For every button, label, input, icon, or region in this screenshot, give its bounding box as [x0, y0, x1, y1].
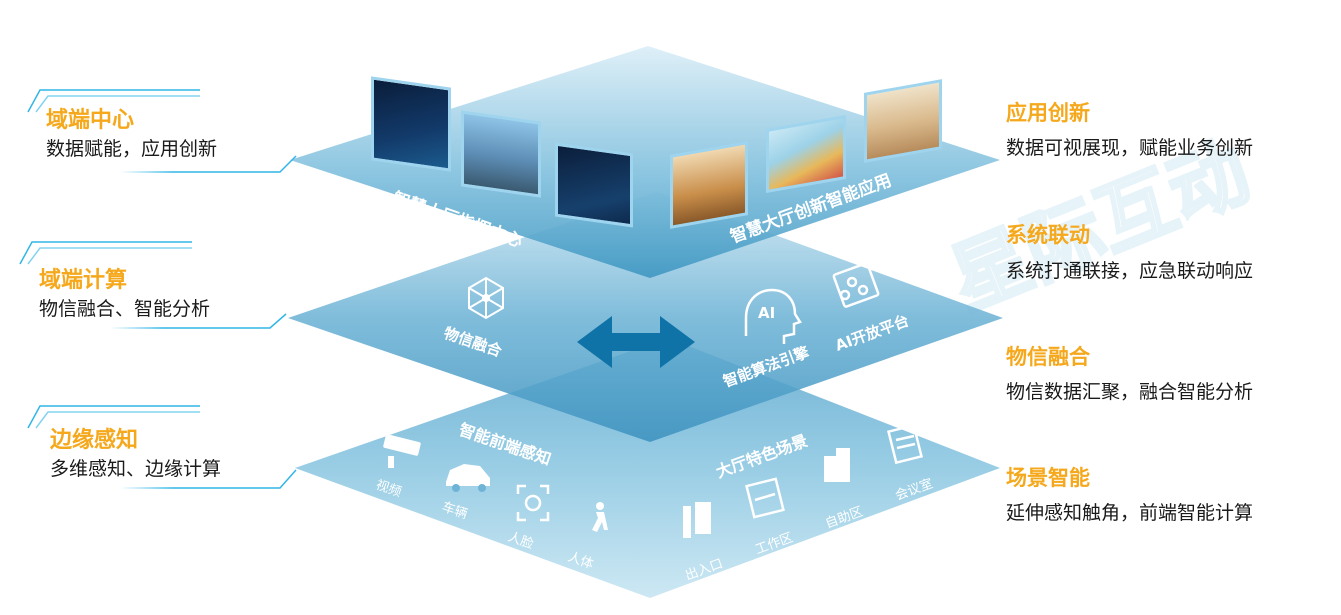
app-screen-1	[670, 141, 748, 229]
right-subtitle-iot-fusion: 物信数据汇聚，融合智能分析	[1006, 381, 1254, 403]
right-title-system-linkage: 系统联动	[1006, 223, 1090, 247]
meeting-room-icon	[887, 423, 923, 465]
left-title-domain-center: 域端中心	[46, 108, 135, 133]
left-decor-lines	[19, 89, 297, 489]
left-title-edge-sensing: 边缘感知	[50, 428, 139, 453]
workspace-icon	[745, 477, 785, 519]
face-icon	[516, 484, 550, 522]
ai-badge-text: AI	[758, 304, 776, 322]
camera-icon	[383, 434, 421, 468]
right-subtitle-system-linkage: 系统打通联接，应急联动响应	[1006, 260, 1254, 282]
building-icon	[824, 448, 850, 482]
app-screen-3	[864, 79, 942, 163]
left-subtitle-edge-sensing: 多维感知、边缘计算	[50, 458, 222, 480]
right-title-iot-fusion: 物信融合	[1006, 345, 1090, 369]
right-title-app-innovation: 应用创新	[1006, 101, 1090, 125]
right-subtitle-app-innovation: 数据可视展现，赋能业务创新	[1006, 137, 1254, 159]
right-subtitle-scene-intelligence: 延伸感知触角，前端智能计算	[1006, 502, 1254, 524]
dashboard-screen-3	[555, 142, 633, 228]
left-subtitle-domain-center: 数据赋能，应用创新	[46, 138, 218, 160]
middle-layer-plane	[288, 192, 1003, 442]
person-icon	[592, 502, 608, 532]
ai-platform-icon	[832, 262, 880, 308]
dashboard-screen-2	[461, 110, 541, 198]
left-title-domain-compute: 域端计算	[39, 268, 128, 293]
entrance-icon	[683, 502, 711, 538]
bottom-layer-plane	[295, 338, 1000, 598]
right-title-scene-intelligence: 场景智能	[1006, 466, 1090, 490]
dashboard-screen-1	[371, 76, 451, 172]
ai-head-icon	[744, 288, 802, 344]
fusion-network-icon	[468, 276, 504, 320]
bidirectional-arrow-icon	[577, 316, 695, 368]
car-icon	[446, 464, 490, 492]
top-layer-plane	[290, 46, 1000, 278]
left-subtitle-domain-compute: 物信融合、智能分析	[39, 298, 211, 320]
